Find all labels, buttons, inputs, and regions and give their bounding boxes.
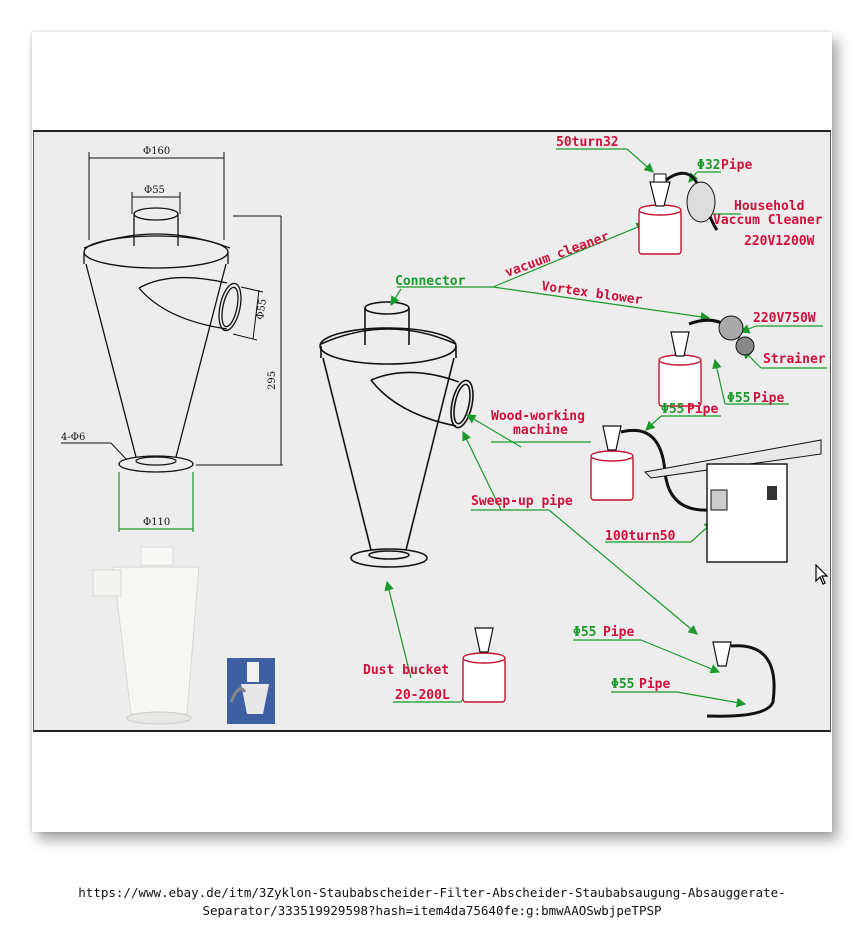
label-220v1200w: 220V1200W [744,234,815,249]
vortex-blower-setup [658,315,755,407]
label-woodworking: Wood-working [491,409,585,424]
label-vacuum-cleaner: vacuum cleaner [503,229,611,281]
thumbnail-photo [227,658,275,724]
base-width-dimension [118,472,194,532]
label-20-200l: 20-200L [395,688,450,703]
label-phi55-sweep1: Φ55 [573,625,596,640]
mouse-cursor-icon [815,564,829,585]
label-220v750w: 220V750W [753,311,816,326]
label-vaccum-cleaner: Vaccum Cleaner [713,213,823,228]
label-phi55-blower: Φ55 [727,391,750,406]
center-cyclone [319,301,474,568]
label-pipe-32: Pipe [721,158,752,173]
product-photo [92,546,200,725]
tech-drawing [83,207,242,473]
label-machine: machine [513,423,568,438]
label-sweep-up-pipe: Sweep-up pipe [471,494,573,509]
label-pipe-wood: Pipe [687,402,718,417]
label-phi55-sweep2: Φ55 [611,677,634,692]
label-strainer: Strainer [763,352,826,367]
label-dust-bucket: Dust bucket [363,663,449,678]
label-connector: Connector [395,274,466,289]
label-100turn50: 100turn50 [605,529,676,544]
label-phi32: Φ32 [697,158,720,173]
dim-phi110: Φ110 [143,517,170,528]
label-household: Household [734,199,804,214]
dim-phi160: Φ160 [143,146,170,157]
label-pipe-blower: Pipe [753,391,784,406]
woodworking-setup [590,425,822,563]
dim-phi55-side: Φ55 [255,298,269,320]
label-vortex-blower: Vortex blower [540,279,643,308]
dust-bucket [462,627,506,703]
dim-phi55-top: Φ55 [144,185,165,196]
diagram-svg: Φ160 Φ55 Φ55 295 4-Φ6 Φ110 [61,135,827,725]
dim-height: 295 [267,371,278,390]
label-phi55-wood: Φ55 [661,402,684,417]
sweep-up-setup [706,641,776,718]
cyclone-diagram: Φ160 Φ55 Φ55 295 4-Φ6 Φ110 [33,130,831,732]
household-setup [638,171,719,255]
source-url: https://www.ebay.de/itm/3Zyklon-Staubabs… [78,885,786,918]
label-pipe-sweep1: Pipe [603,625,634,640]
dimension-lines [61,152,283,466]
label-pipe-sweep2: Pipe [639,677,670,692]
dim-holes: 4-Φ6 [61,432,85,443]
label-50turn32: 50turn32 [556,135,619,150]
